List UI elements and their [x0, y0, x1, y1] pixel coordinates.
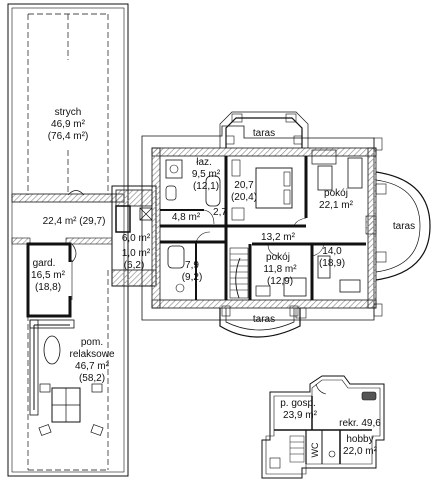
gosp-area: 23,9 m² [283, 410, 318, 421]
pokoj-right-area: 22,1 m² [319, 200, 354, 211]
r14-area: 14,0 [322, 246, 342, 257]
wc-label: WC [310, 442, 320, 457]
r79-area: 7,9 [185, 260, 199, 271]
hobby-area: 22,0 m² [343, 446, 378, 457]
room-labels: strych 46,9 m² (76,4 m²) 22,4 m² (29,7) … [31, 107, 415, 458]
main-house [141, 111, 431, 338]
small-1-gross: (6,2) [124, 260, 145, 271]
gard-name: gard. [33, 258, 56, 269]
hall-mid-area: 13,2 m² [261, 232, 296, 243]
relaks-area: 46,7 m² [75, 361, 110, 372]
strych-area: 46,9 m² [51, 119, 86, 130]
rekr-label: rekr. 49,6 [339, 418, 381, 429]
laz-area: 9,5 m² [192, 169, 221, 180]
laz-name: łaz. [196, 157, 212, 168]
taras-top: taras [253, 128, 275, 139]
relaks-name-2: relaksowe [69, 349, 114, 360]
laz-gross: (12,1) [193, 181, 219, 192]
pokoj-mid-area: 11,8 m² [263, 264, 297, 275]
attic-wing [7, 3, 129, 477]
pokoj-mid-gross: (12,9) [267, 276, 293, 287]
pokoj-mid-name: pokój [266, 252, 290, 263]
taras-bottom: taras [253, 314, 275, 325]
relaks-name-1: pom. [81, 337, 103, 348]
hall-top-area: 22,4 m² (29,7) [43, 216, 106, 227]
gosp-name: p. gosp. [280, 398, 316, 409]
r27-area: 2,7 [213, 207, 227, 218]
strych-gross: (76,4 m²) [48, 131, 89, 142]
small-1-area: 1,0 m² [122, 248, 151, 259]
basement-inset [261, 375, 385, 479]
corr-6-area: 6,0 m² [122, 233, 151, 244]
taras-right: taras [393, 221, 415, 232]
strych-name: strych [55, 107, 82, 118]
r79-gross: (9,2) [182, 272, 203, 283]
pokoj-right-name: pokój [324, 188, 348, 199]
gard-area: 16,5 m² [31, 270, 66, 281]
r14-gross: (18,9) [319, 258, 345, 269]
gard-gross: (18,8) [35, 282, 61, 293]
hobby-name: hobby [346, 434, 373, 445]
r48-area: 4,8 m² [172, 212, 201, 223]
r20-gross: (20,4) [231, 192, 257, 203]
r20-area: 20,7 [234, 180, 254, 191]
relaks-gross: (58,2) [79, 373, 105, 384]
